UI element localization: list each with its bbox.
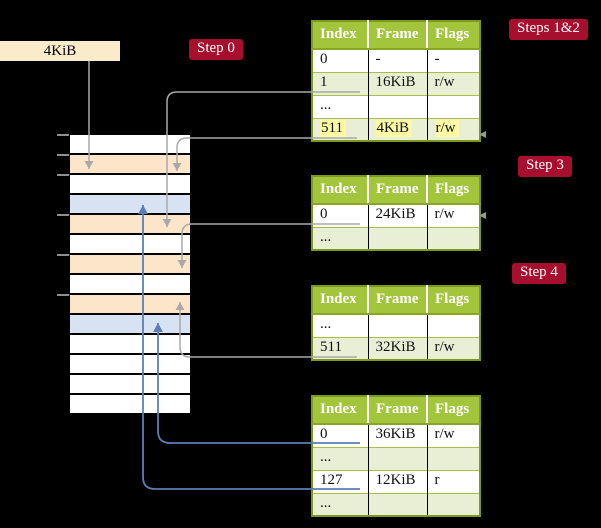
table-cell: ...	[312, 94, 369, 118]
page-table-1: Index Frame Flags 0 - - 1 16KiB r/w ... …	[311, 20, 481, 142]
table-cell: ...	[312, 492, 369, 516]
column-header-frame: Frame	[368, 21, 428, 50]
table-cell	[427, 313, 480, 337]
memory-frame-row	[70, 315, 190, 335]
table-row: 127 12KiB r	[312, 469, 480, 493]
column-header-index: Index	[312, 21, 369, 50]
column-header-index: Index	[312, 286, 369, 315]
table-cell	[368, 492, 428, 516]
table-cell: -	[427, 48, 480, 72]
table-cell	[368, 446, 428, 470]
table-row: 0 24KiB r/w	[312, 203, 480, 227]
memory-frame-row	[70, 175, 190, 195]
table-cell: 127	[312, 469, 369, 493]
memory-frame-row	[70, 355, 190, 375]
column-header-flags: Flags	[427, 286, 480, 315]
table-cell: 4KiB	[368, 117, 428, 141]
memory-frame-row	[70, 375, 190, 395]
table-row: 0 36KiB r/w	[312, 423, 480, 447]
table-cell	[368, 94, 428, 118]
frame-boundary-tick	[57, 254, 69, 256]
memory-frame-row	[70, 395, 190, 415]
table-row: 0 - -	[312, 48, 480, 72]
column-header-flags: Flags	[427, 21, 480, 50]
table-cell: ...	[312, 226, 369, 250]
physical-memory-stack	[70, 135, 190, 415]
table-cell: 16KiB	[368, 71, 428, 95]
page-table-3: Index Frame Flags ... 511 32KiB r/w	[311, 285, 481, 361]
table-cell: r/w	[427, 71, 480, 95]
table-cell	[427, 492, 480, 516]
table-cell	[427, 94, 480, 118]
table-row: ...	[312, 313, 480, 337]
page-table-4: Index Frame Flags 0 36KiB r/w ... 127 12…	[311, 395, 481, 517]
table-cell: 0	[312, 203, 369, 227]
column-header-flags: Flags	[427, 176, 480, 205]
table-cell: -	[368, 48, 428, 72]
table-cell: ...	[312, 446, 369, 470]
table-row: ...	[312, 226, 480, 250]
table-cell: r/w	[427, 203, 480, 227]
table-cell: 1	[312, 71, 369, 95]
memory-frame-row	[70, 295, 190, 315]
step-4-label: Step 4	[512, 263, 566, 284]
table-cell: 511	[312, 117, 369, 141]
step-0-label: Step 0	[189, 39, 243, 60]
memory-frame-row	[70, 235, 190, 255]
column-header-frame: Frame	[368, 176, 428, 205]
steps-1-2-label: Steps 1&2	[509, 19, 588, 40]
column-header-index: Index	[312, 176, 369, 205]
table-cell	[368, 313, 428, 337]
frame-boundary-tick	[57, 174, 69, 176]
page-table-2: Index Frame Flags 0 24KiB r/w ...	[311, 175, 481, 251]
frame-boundary-tick	[57, 214, 69, 216]
table-cell: 36KiB	[368, 423, 428, 447]
table-cell: 0	[312, 48, 369, 72]
table-row: ...	[312, 446, 480, 470]
table-row: ...	[312, 492, 480, 516]
table-cell: ...	[312, 313, 369, 337]
table-row: ...	[312, 94, 480, 118]
table-cell: r/w	[427, 117, 480, 141]
frame-boundary-tick	[57, 154, 69, 156]
step-3-label: Step 3	[518, 156, 572, 177]
table-cell	[427, 446, 480, 470]
column-header-flags: Flags	[427, 396, 480, 425]
table-cell: r	[427, 469, 480, 493]
memory-frame-row	[70, 155, 190, 175]
table-cell: 0	[312, 423, 369, 447]
memory-frame-row	[70, 195, 190, 215]
table-cell	[427, 226, 480, 250]
table-cell: 32KiB	[368, 336, 428, 360]
table-row: 1 16KiB r/w	[312, 71, 480, 95]
memory-frame-row	[70, 275, 190, 295]
memory-frame-row	[70, 215, 190, 235]
table-row-highlighted: 511 4KiB r/w	[312, 117, 480, 141]
table-row: 511 32KiB r/w	[312, 336, 480, 360]
memory-frame-row	[70, 335, 190, 355]
memory-frame-row	[70, 135, 190, 155]
column-header-index: Index	[312, 396, 369, 425]
frame-boundary-tick	[57, 134, 69, 136]
arrow-pt1-entry511-to-frame-4kib	[172, 137, 357, 171]
page-size-box: 4KiB	[0, 41, 120, 61]
table-cell: 24KiB	[368, 203, 428, 227]
frame-boundary-tick	[57, 294, 69, 296]
table-cell: 12KiB	[368, 469, 428, 493]
memory-frame-row	[70, 255, 190, 275]
table-cell	[368, 226, 428, 250]
table-cell: 511	[312, 336, 369, 360]
column-header-frame: Frame	[368, 286, 428, 315]
table-cell: r/w	[427, 336, 480, 360]
column-header-frame: Frame	[368, 396, 428, 425]
table-cell: r/w	[427, 423, 480, 447]
